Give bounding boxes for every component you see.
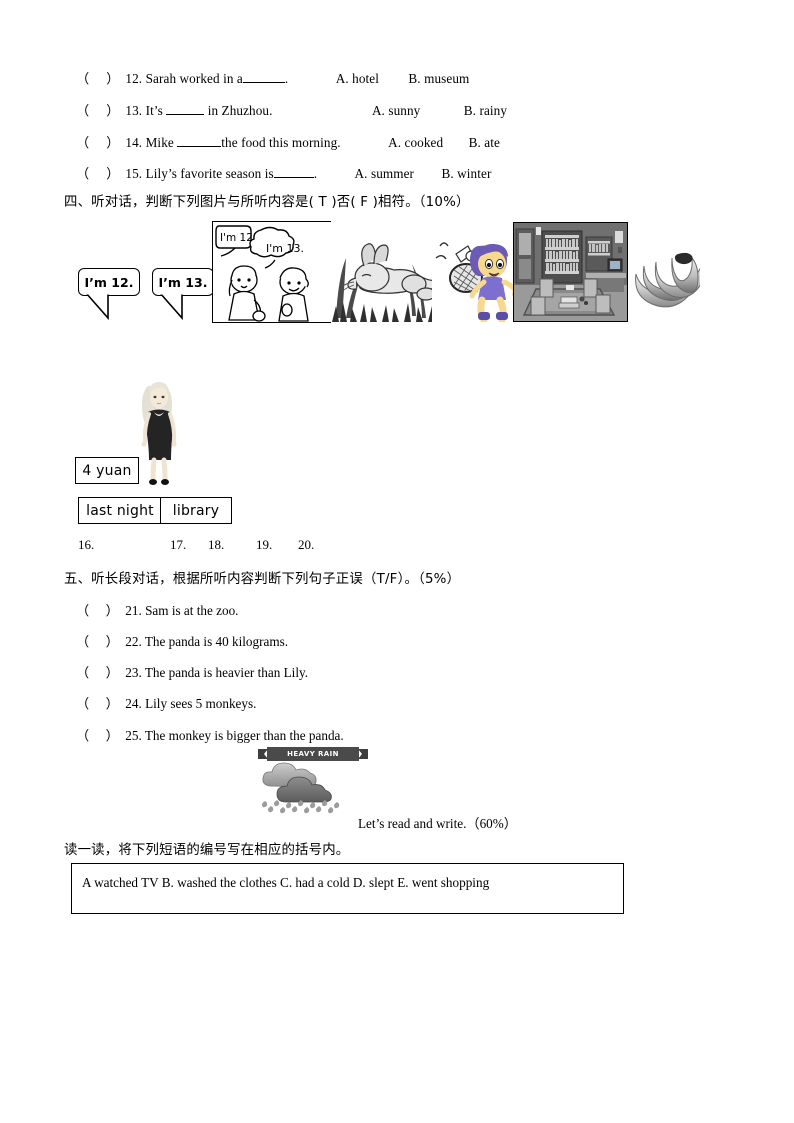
- picture-woman-in-black-dress: [132, 378, 186, 488]
- phrase-option-list[interactable]: A watched TV B. washed the clothes C. ha…: [82, 875, 490, 890]
- answer-parenthesis[interactable]: （ ）: [76, 103, 120, 118]
- fill-blank[interactable]: [273, 177, 314, 178]
- option-b[interactable]: B. museum: [408, 71, 470, 86]
- question-number: 12.: [125, 71, 143, 86]
- answer-slot-16[interactable]: 16.: [78, 537, 95, 552]
- answer-parenthesis[interactable]: （ ）: [76, 728, 119, 743]
- question-text: Lily sees 5 monkeys.: [145, 696, 257, 711]
- sleeping-rabbit-in-grass-icon: [330, 222, 442, 322]
- option-a[interactable]: A. hotel: [335, 71, 379, 86]
- word-box-label: last night: [86, 502, 154, 519]
- svg-text:I'm 12.: I'm 12.: [220, 232, 256, 244]
- question-row-15: （ ） 15. Lily’s favorite season is. A. su…: [76, 163, 491, 182]
- option-b[interactable]: B. winter: [441, 166, 492, 181]
- word-box-4-yuan: 4 yuan: [75, 457, 139, 484]
- speech-bubble-tail-icon: [82, 291, 112, 321]
- question-stem: Mike: [145, 135, 174, 150]
- word-box-last-night: last night: [78, 497, 162, 524]
- question-stem: It’s: [145, 103, 163, 118]
- speech-bubble-im-12: I’m 12.: [78, 268, 140, 296]
- picture-sleeping-rabbit-in-grass: [330, 222, 442, 322]
- question-number: 14.: [125, 135, 143, 150]
- option-b[interactable]: B. ate: [468, 135, 500, 150]
- section-five-heading: 五、听长段对话，根据所听内容判断下列句子正误（T/F）。（5%）: [64, 572, 461, 587]
- question-number: 21.: [125, 603, 142, 618]
- question-number: 15.: [125, 166, 143, 181]
- question-row-13: （ ） 13. It’s in Zhuzhou. A. sunny B. rai…: [76, 100, 507, 119]
- question-stem-end: in Zhuzhou.: [207, 103, 273, 118]
- answer-slot-17[interactable]: 17.: [170, 537, 187, 552]
- question-number: 24.: [125, 696, 142, 711]
- speech-bubble-text: I’m 13.: [158, 274, 208, 290]
- phrase-option-pool-box: [71, 863, 624, 914]
- comic-two-kids-ages-icon: I'm 12. I'm 13.: [213, 222, 330, 322]
- answer-slot-18[interactable]: 18.: [208, 537, 225, 552]
- answer-parenthesis[interactable]: （ ）: [76, 665, 119, 680]
- question-text: The monkey is bigger than the panda.: [144, 728, 344, 743]
- question-stem: Sarah worked in a: [145, 71, 243, 86]
- question-row-12: （ ） 12. Sarah worked in a. A. hotel B. m…: [76, 68, 469, 87]
- question-text: Sam is at the zoo.: [145, 603, 239, 618]
- answer-parenthesis[interactable]: （ ）: [76, 166, 120, 181]
- option-a[interactable]: A. sunny: [371, 103, 421, 118]
- question-stem-end: .: [284, 71, 289, 86]
- heavy-rain-banner: HEAVY RAIN: [258, 747, 368, 761]
- word-box-label: library: [172, 502, 220, 519]
- tf-question-row-25: （ ） 25. The monkey is bigger than the pa…: [76, 725, 344, 744]
- section-four-heading: 四、听对话，判断下列图片与所听内容是( T )否( F )相符。（10%）: [64, 195, 470, 210]
- question-number: 22.: [125, 634, 142, 649]
- word-box-library: library: [160, 497, 232, 524]
- answer-parenthesis[interactable]: （ ）: [76, 634, 119, 649]
- heavy-rain-cloud-icon: [258, 760, 368, 814]
- answer-parenthesis[interactable]: （ ）: [76, 603, 119, 618]
- lets-read-and-write-title: Let’s read and write.（60%）: [358, 816, 517, 831]
- fill-blank[interactable]: [177, 146, 222, 147]
- tf-question-row-24: （ ） 24. Lily sees 5 monkeys.: [76, 693, 256, 712]
- picture-bunch-of-bananas: [628, 252, 700, 314]
- speech-bubble-im-13: I’m 13.: [152, 268, 214, 296]
- tf-question-row-21: （ ） 21. Sam is at the zoo.: [76, 600, 238, 619]
- question-number: 13.: [125, 103, 143, 118]
- answer-parenthesis[interactable]: （ ）: [76, 696, 119, 711]
- picture-girl-playing-badminton: [432, 228, 520, 322]
- girl-playing-badminton-icon: [432, 228, 520, 322]
- tf-question-row-22: （ ） 22. The panda is 40 kilograms.: [76, 631, 288, 650]
- bunch-of-bananas-icon: [635, 252, 700, 308]
- answer-slot-19[interactable]: 19.: [256, 537, 273, 552]
- question-number: 23.: [125, 665, 142, 680]
- fill-blank[interactable]: [242, 82, 285, 83]
- option-a[interactable]: A. cooked: [388, 135, 444, 150]
- fill-blank[interactable]: [166, 114, 205, 115]
- speech-bubble-text: I’m 12.: [84, 274, 134, 290]
- question-stem-end: .: [313, 166, 318, 181]
- library-study-room-icon: [514, 223, 627, 321]
- tf-question-row-23: （ ） 23. The panda is heavier than Lily.: [76, 662, 308, 681]
- svg-text:I'm 13.: I'm 13.: [266, 242, 304, 255]
- answer-parenthesis[interactable]: （ ）: [76, 135, 120, 150]
- option-b[interactable]: B. rainy: [463, 103, 508, 118]
- heavy-rain-banner-label: HEAVY RAIN: [267, 747, 359, 761]
- word-box-label: 4 yuan: [82, 462, 132, 479]
- option-a[interactable]: A. summer: [354, 166, 415, 181]
- question-number: 25.: [125, 728, 142, 743]
- question-text: The panda is heavier than Lily.: [144, 665, 309, 680]
- reading-instruction: 读一读，将下列短语的编号写在相应的括号内。: [64, 843, 350, 858]
- woman-in-black-dress-icon: [141, 382, 177, 485]
- question-row-14: （ ） 14. Mike the food this morning. A. c…: [76, 132, 500, 151]
- question-text: The panda is 40 kilograms.: [144, 634, 289, 649]
- answer-slot-20[interactable]: 20.: [298, 537, 315, 552]
- speech-bubble-tail-icon: [156, 291, 186, 321]
- question-stem-end: the food this morning.: [221, 135, 341, 150]
- question-stem: Lily’s favorite season is: [145, 166, 274, 181]
- picture-library-study-room: [513, 222, 628, 322]
- picture-comic-two-kids-ages: I'm 12. I'm 13.: [212, 221, 331, 323]
- answer-parenthesis[interactable]: （ ）: [76, 71, 120, 86]
